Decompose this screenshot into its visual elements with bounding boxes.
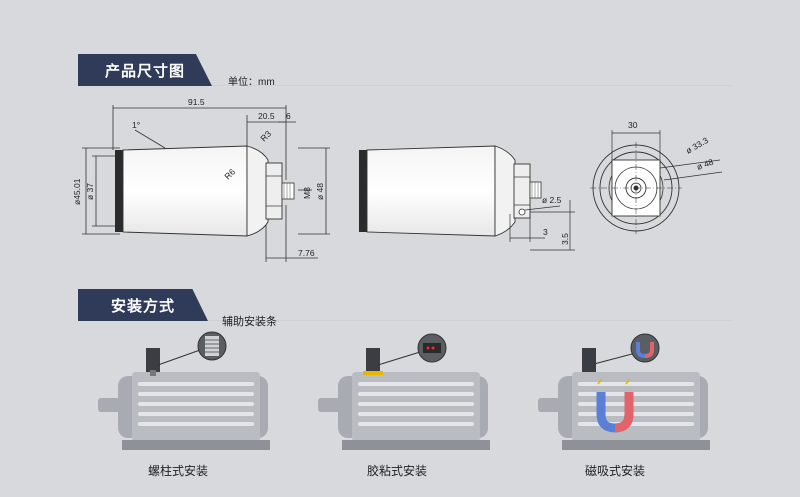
label-dia-48-end: ø 48 (695, 157, 715, 172)
label-30: 30 (628, 120, 638, 130)
label-3-5: 3.5 (560, 233, 570, 245)
label-3: 3 (543, 227, 548, 237)
label-dia-33-3: ø 33.3 (684, 135, 710, 156)
label-dia-37: ø 37 (85, 183, 95, 200)
label-dia-45: ø45.01 (72, 178, 82, 205)
dimensions-section-title: 产品尺寸图 (78, 54, 212, 86)
plain-view-labels: ø 2.5 3 3.5 (542, 195, 570, 245)
label-20-5: 20.5 (258, 111, 275, 121)
end-view (590, 130, 723, 234)
plain-view-dims (509, 200, 575, 251)
side-view-labels: 91.5 20.5 6 1° R3 R6 ø45.01 ø 37 M8 ø 48… (72, 97, 325, 258)
motor-stud-mount (98, 331, 270, 450)
adhesive-mount-label: 胶粘式安装 (367, 464, 428, 478)
installation-section-title: 安装方式 (78, 289, 208, 321)
label-m8: M8 (302, 187, 312, 199)
stud-mount-label: 螺柱式安装 (148, 464, 209, 478)
side-view-body (115, 145, 295, 237)
label-7-76: 7.76 (298, 248, 315, 258)
label-6: 6 (286, 111, 291, 121)
label-angle: 1° (132, 120, 140, 130)
section-divider (208, 320, 732, 321)
unit-label: 单位：mm (228, 77, 275, 88)
section-divider (212, 85, 732, 86)
motor-adhesive-mount (318, 333, 490, 450)
magnetic-mount-label: 磁吸式安装 (585, 464, 646, 478)
side-view-dimensioned (82, 105, 330, 262)
aux-bar-label: 辅助安装条 (222, 316, 277, 328)
label-r3: R3 (258, 128, 273, 143)
side-view-plain (359, 145, 542, 237)
motor-magnetic-mount (538, 333, 710, 450)
label-91-5: 91.5 (188, 97, 205, 107)
label-dia-48: ø 48 (315, 183, 325, 200)
label-dia-2-5: ø 2.5 (542, 195, 562, 205)
